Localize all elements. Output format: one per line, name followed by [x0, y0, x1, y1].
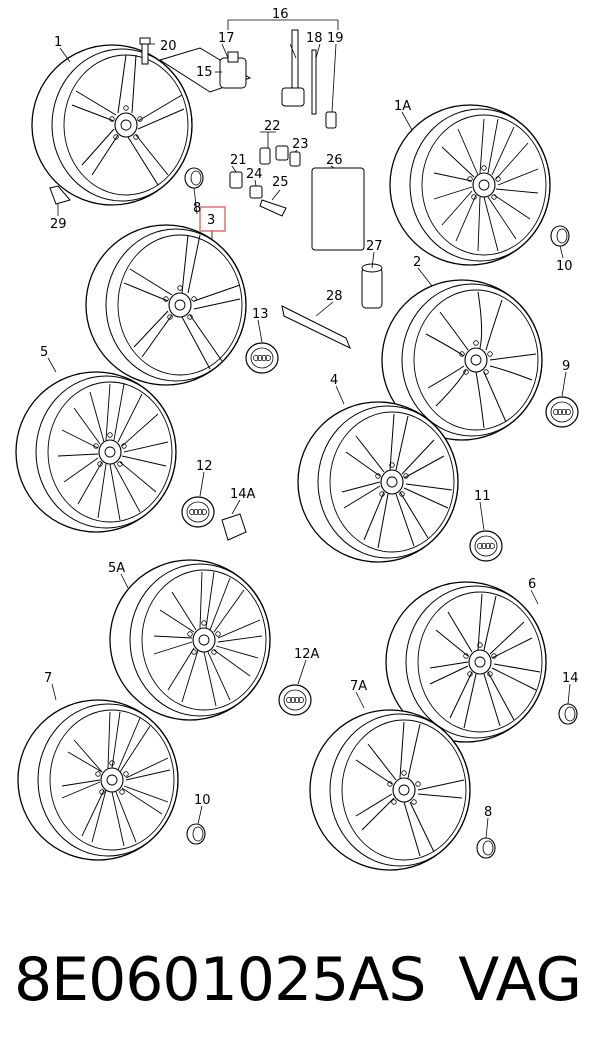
wheel-1a	[389, 104, 551, 266]
small-cap-10-bottom	[186, 823, 206, 845]
callout-16: 16	[272, 7, 289, 22]
brand-name: VAG	[458, 945, 582, 1015]
small-cap-10-top	[550, 225, 570, 247]
callout-11: 11	[474, 489, 491, 504]
callout-7: 7	[44, 671, 52, 686]
center-cap-11	[469, 530, 503, 562]
callout-5: 5	[40, 345, 48, 360]
wheel-5	[15, 371, 177, 533]
wheel-7	[17, 699, 179, 861]
callout-18: 18	[306, 31, 323, 46]
wheel-5a	[109, 559, 271, 721]
callout-17: 17	[218, 31, 235, 46]
callout-20: 20	[160, 39, 177, 54]
callout-8-top: 8	[193, 201, 201, 216]
wheel-7a	[309, 709, 471, 871]
callout-labels: 1 1A 2 3 4 5 5A 6 7 7A 8 8 9 10 10 11 12…	[40, 7, 579, 820]
callout-12a: 12A	[294, 647, 320, 662]
wheel-6	[385, 581, 547, 743]
callout-5a: 5A	[108, 561, 125, 576]
part-number: 8E0601025AS	[14, 945, 426, 1015]
small-cap-8-top	[184, 167, 204, 189]
callout-13: 13	[252, 307, 269, 322]
callout-1a: 1A	[394, 99, 411, 114]
part-number-bar: 8E0601025AS VAG	[0, 930, 600, 1030]
leader-lines	[47, 19, 571, 839]
center-cap-9	[545, 396, 579, 428]
callout-27: 27	[366, 239, 383, 254]
callout-24: 24	[246, 167, 263, 182]
callout-14: 14	[562, 671, 579, 686]
callout-8-bottom: 8	[484, 805, 492, 820]
callout-25: 25	[272, 175, 289, 190]
callout-14a: 14A	[230, 487, 256, 502]
callout-6: 6	[528, 577, 536, 592]
callout-23: 23	[292, 137, 309, 152]
callout-4: 4	[330, 373, 338, 388]
callout-7a: 7A	[350, 679, 367, 694]
callout-10-bottom: 10	[194, 793, 211, 808]
callout-21: 21	[230, 153, 247, 168]
center-cap-12a	[278, 684, 312, 716]
small-cap-8-bottom	[476, 837, 496, 859]
callout-3: 3	[207, 213, 215, 228]
callout-29: 29	[50, 217, 67, 232]
callout-26: 26	[326, 153, 343, 168]
callout-12: 12	[196, 459, 213, 474]
valve-parts	[49, 29, 383, 541]
wheel-4	[297, 401, 459, 563]
callout-22: 22	[264, 119, 281, 134]
callout-15: 15	[196, 65, 213, 80]
callout-10-top: 10	[556, 259, 573, 274]
wheel-1	[31, 44, 193, 206]
wheel-3	[85, 224, 247, 386]
highlight-box	[199, 206, 226, 232]
callout-1: 1	[54, 35, 62, 50]
callout-28: 28	[326, 289, 343, 304]
callout-9: 9	[562, 359, 570, 374]
wheel-parts-diagram: 1 1A 2 3 4 5 5A 6 7 7A 8 8 9 10 10 11 12…	[15, 7, 579, 871]
small-cap-14	[558, 703, 578, 725]
wheel-2	[381, 279, 543, 441]
center-cap-12	[181, 496, 215, 528]
center-cap-13	[245, 342, 279, 374]
callout-19: 19	[327, 31, 344, 46]
callout-2: 2	[413, 255, 421, 270]
